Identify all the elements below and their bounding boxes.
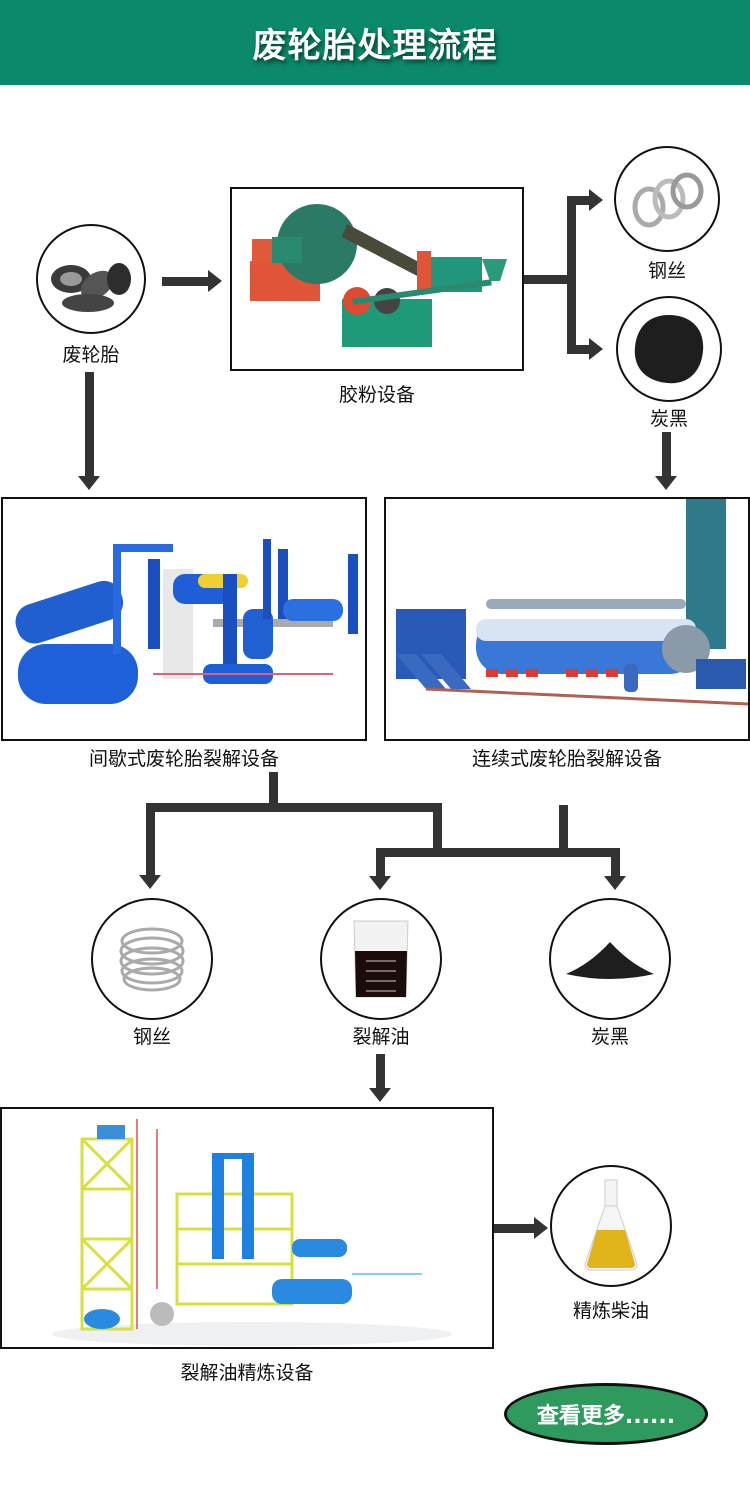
arrow-head bbox=[78, 476, 100, 490]
branch-line bbox=[567, 196, 591, 205]
steel-wire-coil-icon bbox=[119, 927, 185, 992]
branch-line bbox=[611, 848, 620, 878]
oil-beaker-icon bbox=[353, 920, 409, 998]
arrow-tire-to-batch bbox=[85, 372, 94, 478]
steel-wire-bottom-label: 钢丝 bbox=[132, 1026, 171, 1048]
arrow-refining-to-diesel bbox=[494, 1224, 536, 1233]
branch-line bbox=[524, 275, 572, 284]
diesel-flask-icon bbox=[584, 1179, 638, 1271]
batch-pyrolysis-label: 间歇式废轮胎裂解设备 bbox=[88, 748, 279, 770]
branch-line bbox=[376, 848, 385, 878]
batch-pyrolysis-box bbox=[1, 497, 367, 741]
arrow-oil-to-refining bbox=[376, 1054, 385, 1090]
carbon-black-top-label: 炭黑 bbox=[649, 408, 688, 430]
refined-diesel-circle bbox=[550, 1165, 672, 1287]
oil-refining-equipment-box bbox=[0, 1107, 494, 1349]
continuous-pyrolysis-label: 连续式废轮胎裂解设备 bbox=[471, 748, 662, 770]
pyrolysis-oil-circle bbox=[320, 898, 442, 1020]
rubber-powder-equipment-box bbox=[230, 187, 524, 371]
steel-wire-top-circle bbox=[614, 146, 720, 252]
branch-line bbox=[433, 803, 442, 855]
page-header: 废轮胎处理流程 bbox=[0, 0, 750, 85]
branch-line bbox=[559, 805, 568, 855]
arrow-head bbox=[369, 876, 391, 890]
oil-refining-equipment-label: 裂解油精炼设备 bbox=[180, 1362, 314, 1384]
arrow-head bbox=[589, 189, 603, 211]
arrow-head bbox=[655, 476, 677, 490]
branch-line bbox=[146, 803, 155, 877]
waste-tire-label: 废轮胎 bbox=[62, 344, 120, 366]
continuous-pyrolysis-plant-image bbox=[396, 499, 748, 706]
arrow-head bbox=[208, 270, 222, 292]
arrow-head bbox=[604, 876, 626, 890]
steel-wire-bottom-circle bbox=[91, 898, 213, 1020]
carbon-black-bottom-circle bbox=[549, 898, 671, 1020]
carbon-black-icon bbox=[634, 315, 704, 384]
arrow-head bbox=[589, 338, 603, 360]
pyrolysis-oil-label: 裂解油 bbox=[352, 1026, 410, 1048]
branch-line bbox=[567, 345, 591, 354]
branch-line bbox=[567, 196, 576, 354]
tire-shredder-machine-image bbox=[250, 204, 507, 347]
rubber-powder-equipment-label: 胶粉设备 bbox=[338, 384, 415, 406]
view-more-button[interactable]: 查看更多...... bbox=[504, 1383, 708, 1445]
branch-line bbox=[269, 772, 278, 812]
branch-line bbox=[376, 848, 620, 857]
arrow-carbon-to-continuous bbox=[662, 432, 671, 478]
steel-wire-coil-icon bbox=[632, 172, 704, 228]
batch-pyrolysis-plant-image bbox=[3, 539, 365, 739]
carbon-black-pile-icon bbox=[566, 942, 654, 979]
refined-diesel-label: 精炼柴油 bbox=[572, 1300, 649, 1322]
continuous-pyrolysis-box bbox=[384, 497, 750, 741]
arrow-tire-to-shredder bbox=[162, 277, 210, 286]
carbon-black-top-circle bbox=[616, 296, 722, 402]
carbon-black-bottom-label: 炭黑 bbox=[590, 1026, 629, 1048]
page-title: 废轮胎处理流程 bbox=[252, 26, 498, 66]
branch-line bbox=[146, 803, 442, 812]
arrow-head bbox=[139, 875, 161, 889]
oil-refinery-plant-image bbox=[52, 1119, 452, 1346]
steel-wire-top-label: 钢丝 bbox=[647, 260, 686, 282]
arrow-head bbox=[534, 1217, 548, 1239]
waste-tire-circle bbox=[36, 224, 146, 334]
arrow-head bbox=[369, 1088, 391, 1102]
tire-pile-icon bbox=[51, 263, 131, 312]
